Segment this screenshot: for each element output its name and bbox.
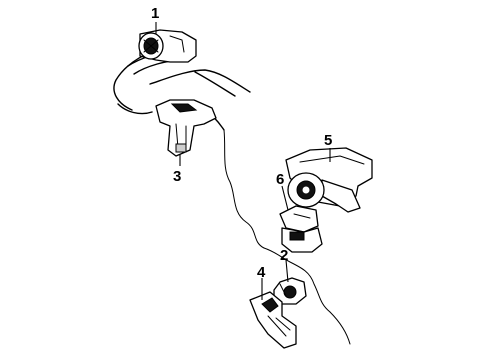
callout-2: 2 xyxy=(280,247,288,264)
engine-mount-upper xyxy=(138,29,197,63)
engine-mount-bracket-left xyxy=(155,99,217,157)
engine-block-outline xyxy=(113,44,351,345)
callout-1: 1 xyxy=(151,5,159,22)
engine-mount-right xyxy=(285,147,373,213)
callout-3: 3 xyxy=(173,168,181,185)
callout-4: 4 xyxy=(257,264,266,281)
callout-6: 6 xyxy=(276,171,284,188)
callout-leaders xyxy=(155,22,331,300)
engine-mount-center xyxy=(279,205,323,253)
engine-mount-bracket-lower xyxy=(249,291,297,349)
callout-5: 5 xyxy=(324,132,332,149)
callout-numbers: 1 2 3 4 5 6 xyxy=(151,5,332,281)
